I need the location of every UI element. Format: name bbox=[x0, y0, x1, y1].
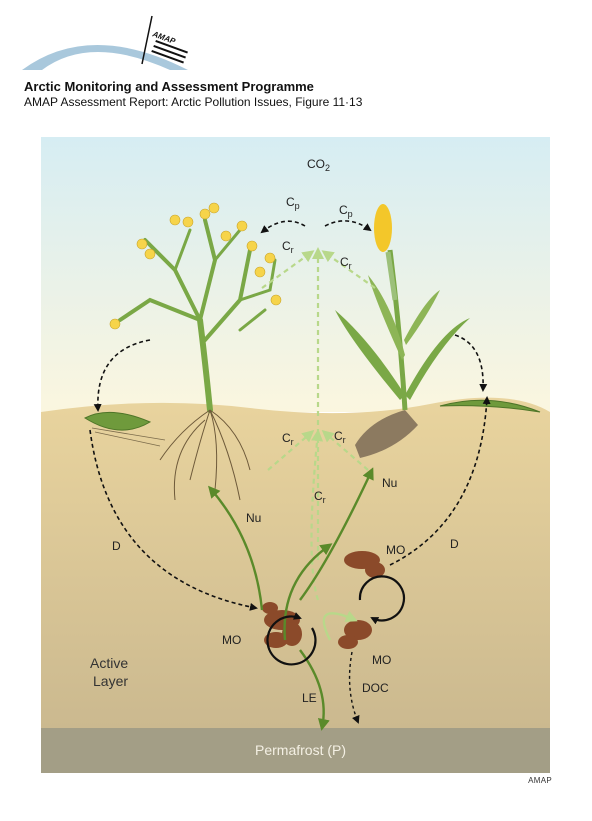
respiration-arrows bbox=[261, 247, 376, 601]
arrow-d-right bbox=[389, 396, 491, 566]
label-cp-right: Cp bbox=[339, 203, 353, 219]
page-title: Arctic Monitoring and Assessment Program… bbox=[24, 79, 314, 94]
label-nu-left: Nu bbox=[246, 511, 261, 525]
label-d-left: D bbox=[112, 539, 121, 553]
label-doc: DOC bbox=[362, 681, 389, 695]
arrow-dead-right-plant bbox=[454, 334, 488, 392]
page-subtitle: AMAP Assessment Report: Arctic Pollution… bbox=[24, 95, 363, 109]
left-plant-roots bbox=[159, 409, 251, 501]
nutrient-arrows bbox=[208, 467, 374, 731]
amap-logo: AMAP bbox=[22, 15, 188, 70]
label-le: LE bbox=[302, 691, 317, 705]
label-d-right: D bbox=[450, 537, 459, 551]
arrow-dead-left-plant bbox=[93, 339, 151, 412]
label-mo-right-bottom: MO bbox=[372, 653, 391, 667]
right-plant bbox=[335, 204, 470, 411]
label-cr-top-right: Cr bbox=[340, 255, 352, 271]
sky bbox=[41, 137, 550, 412]
label-mo-left: MO bbox=[222, 633, 241, 647]
label-permafrost: Permafrost (P) bbox=[255, 742, 346, 758]
arrow-d-left bbox=[89, 429, 258, 611]
right-plant-rootstock bbox=[355, 410, 418, 458]
litter-right bbox=[439, 399, 541, 413]
mo-cycle-loops bbox=[266, 575, 405, 666]
microorganism-cluster-right-top bbox=[344, 551, 385, 578]
permafrost-layer bbox=[41, 728, 550, 773]
label-cp-left: Cp bbox=[286, 195, 300, 211]
label-mo-right-top: MO bbox=[386, 543, 405, 557]
credit-amap: AMAP bbox=[528, 776, 552, 785]
arrow-cp-left bbox=[260, 220, 306, 234]
label-active-layer: Active bbox=[90, 655, 128, 671]
label-cr-top-left: Cr bbox=[282, 239, 294, 255]
label-nu-right: Nu bbox=[382, 476, 397, 490]
microorganism-cluster-right-bottom bbox=[338, 620, 372, 649]
label-active-layer-2: Layer bbox=[93, 673, 128, 689]
label-cr-soil-left: Cr bbox=[282, 431, 294, 447]
label-cr-middle: Cr bbox=[314, 489, 326, 505]
litter-left bbox=[83, 411, 166, 447]
left-plant-flowers bbox=[109, 202, 282, 330]
arrow-cp-right bbox=[324, 220, 372, 232]
arrow-doc bbox=[348, 651, 360, 724]
left-plant bbox=[118, 218, 277, 413]
label-cr-soil-right: Cr bbox=[334, 429, 346, 445]
label-co2: CO2 bbox=[307, 157, 330, 173]
soil-active-layer bbox=[41, 397, 550, 728]
